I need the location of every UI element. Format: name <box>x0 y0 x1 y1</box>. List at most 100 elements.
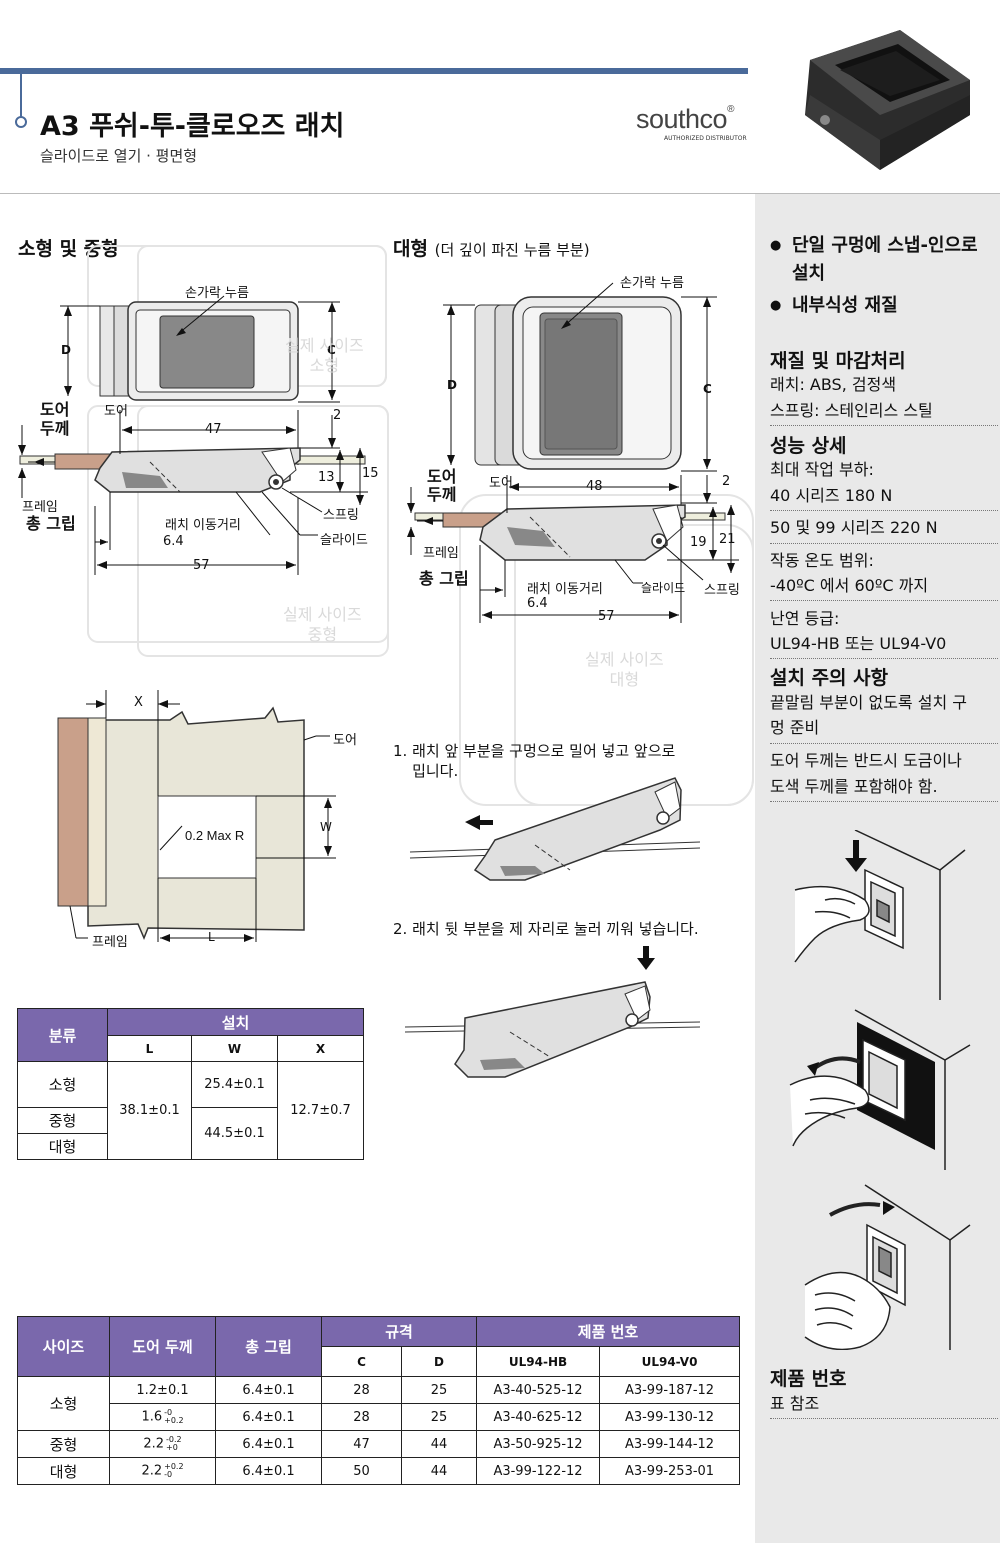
sm-dim-C: C <box>327 343 336 357</box>
spec-col-hb: UL94-HB <box>476 1346 601 1377</box>
install-row-small: 소형 <box>17 1061 108 1108</box>
install-cell-W-medium-large: 44.5±0.1 <box>191 1107 278 1160</box>
sm-door-thickness-label-1: 도어 <box>40 400 70 419</box>
large-drawing <box>407 282 754 806</box>
large-heading: 대형 (더 깊이 파진 누름 부분) <box>393 234 590 261</box>
spec-D-cell: 25 <box>400 1376 478 1404</box>
spec-hb-cell: A3-40-625-12 <box>476 1403 601 1431</box>
sm-watermark-medium: 실제 사이즈 중형 <box>283 605 362 644</box>
step-1-illustration <box>409 777 701 881</box>
step-2-illustration <box>404 946 701 1078</box>
feature-item: 내부식성 재질 <box>770 292 998 320</box>
pull-illustration <box>789 1009 971 1170</box>
lg-latch-travel-label: 래치 이동거리 <box>527 582 603 597</box>
sm-dim-2: 2 <box>333 408 342 423</box>
spec-col-C: C <box>321 1346 402 1377</box>
product-photo <box>805 30 970 170</box>
flame-value: UL94-HB 또는 UL94-V0 <box>770 634 947 653</box>
thickness-value: 2.2 <box>141 1463 163 1479</box>
spec-D-cell: 44 <box>400 1457 478 1485</box>
thickness-tolerance: -0+0.2 <box>164 1409 183 1425</box>
lg-dim-D: D <box>447 378 457 392</box>
lg-dim-19: 19 <box>690 535 707 550</box>
spec-grip-cell: 6.4±0.1 <box>215 1376 322 1404</box>
page-title: A3 푸쉬-투-클로오즈 래치 <box>40 111 345 142</box>
spec-grip-cell: 6.4±0.1 <box>215 1430 322 1458</box>
divider <box>770 658 998 659</box>
divider <box>770 743 998 744</box>
install-header-category: 분류 <box>17 1008 108 1062</box>
spec-header-spec: 규격 <box>320 1316 478 1347</box>
spec-v0-cell: A3-99-253-01 <box>599 1457 741 1485</box>
lg-watermark: 실제 사이즈 대형 <box>585 650 664 689</box>
install-cell-L: 38.1±0.1 <box>107 1061 192 1160</box>
spec-C-cell: 28 <box>321 1376 402 1404</box>
spec-table: 사이즈 도어 두께 총 그립 규격 제품 번호 C D UL94-HB UL94… <box>17 1316 741 1485</box>
install-cell-X: 12.7±0.7 <box>276 1061 365 1160</box>
spec-header-total-grip: 총 그립 <box>215 1316 322 1377</box>
lg-dim-48: 48 <box>586 479 603 494</box>
spec-hb-cell: A3-50-925-12 <box>476 1430 601 1458</box>
page-subtitle: 슬라이드로 열기 · 평면형 <box>40 147 198 165</box>
spec-thickness-cell: 1.2±0.1 <box>109 1376 216 1404</box>
thickness-tolerance: -0.2+0 <box>166 1436 182 1452</box>
spec-D-cell: 25 <box>400 1403 478 1431</box>
lg-door-thickness-label-1: 도어 <box>427 467 457 486</box>
sm-travel-value: 6.4 <box>163 534 184 549</box>
divider <box>770 510 998 511</box>
flame-label: 난연 등급: <box>770 609 840 628</box>
spec-grip-cell: 6.4±0.1 <box>215 1457 322 1485</box>
install-note-2-cont: 도색 두께를 포함해야 함. <box>770 777 938 796</box>
spec-thickness-cell: 2.2+0.2-0 <box>109 1457 216 1485</box>
sm-total-grip-label: 총 그립 <box>26 514 76 533</box>
sm-finger-press-label: 손가락 누름 <box>185 286 249 301</box>
lg-door-label: 도어 <box>489 476 513 491</box>
sm-watermark-small: 실제 사이즈 소형 <box>285 336 364 375</box>
spec-col-D: D <box>400 1346 478 1377</box>
part-number-heading: 제품 번호 <box>770 1368 847 1390</box>
sm-latch-travel-label: 래치 이동거리 <box>165 518 241 533</box>
install-col-W: W <box>191 1035 278 1062</box>
spec-C-cell: 50 <box>321 1457 402 1485</box>
lg-dim-21: 21 <box>719 532 736 547</box>
step-2-text: 2. 래치 뒷 부분을 제 자리로 눌러 끼워 넣습니다. <box>393 920 699 938</box>
spec-grip-cell: 6.4±0.1 <box>215 1403 322 1431</box>
spec-v0-cell: A3-99-130-12 <box>599 1403 741 1431</box>
install-col-L: L <box>107 1035 192 1062</box>
slide-open-illustration <box>804 1184 971 1350</box>
cutout-drawing <box>57 690 336 942</box>
material-heading: 재질 및 마감처리 <box>770 350 906 372</box>
spec-C-cell: 28 <box>321 1403 402 1431</box>
lg-total-grip-label: 총 그립 <box>419 569 469 588</box>
sm-dim-13: 13 <box>318 470 335 485</box>
sm-door-label: 도어 <box>104 404 128 419</box>
large-heading-text: 대형 <box>393 238 428 260</box>
lg-finger-press-label: 손가락 누름 <box>620 276 684 291</box>
spec-v0-cell: A3-99-187-12 <box>599 1376 741 1404</box>
lg-dim-2: 2 <box>722 474 731 489</box>
spec-thickness-cell: 1.6-0+0.2 <box>109 1403 216 1431</box>
divider <box>770 1418 998 1419</box>
install-note-1: 끝말림 부분이 없도록 설치 구 <box>770 693 967 712</box>
temp-label: 작동 온도 범위: <box>770 551 874 570</box>
logo-tagline: AUTHORIZED DISTRIBUTOR <box>664 135 747 142</box>
sm-dim-D: D <box>61 343 71 357</box>
small-medium-heading: 소형 및 중형 <box>18 238 119 260</box>
press-illustration <box>794 830 966 1000</box>
material-spring: 스프링: 스테인리스 스틸 <box>770 401 933 420</box>
cutout-l-label: L <box>208 930 215 944</box>
lg-dim-C: C <box>703 382 712 396</box>
spec-size-cell: 중형 <box>17 1430 110 1458</box>
cutout-w-label: W <box>320 820 332 834</box>
sm-dim-15: 15 <box>362 466 379 481</box>
tolerance-upper: -0.2 <box>166 1435 182 1444</box>
tolerance-lower: +0 <box>166 1443 178 1452</box>
feature-item: 단일 구멍에 스냅-인으로 설치 <box>770 232 998 288</box>
cutout-frame-label: 프레임 <box>92 935 128 950</box>
spec-hb-cell: A3-40-525-12 <box>476 1376 601 1404</box>
spec-size-cell: 소형 <box>17 1376 110 1431</box>
thickness-tolerance: +0.2-0 <box>164 1463 183 1479</box>
sm-frame-label: 프레임 <box>22 500 58 515</box>
cutout-x-label: X <box>134 695 143 710</box>
lg-spring-label: 스프링 <box>704 583 740 598</box>
